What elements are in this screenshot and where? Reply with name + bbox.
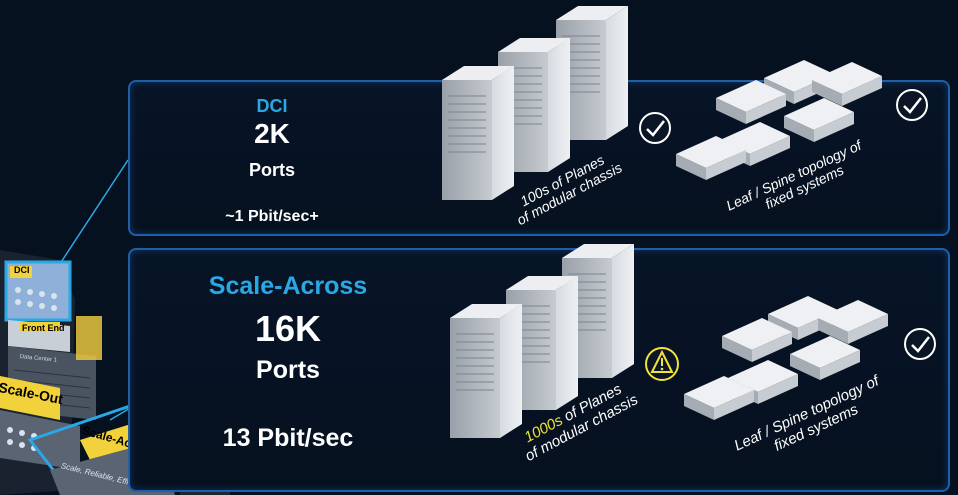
scale-across-unit: Ports xyxy=(256,356,320,384)
scale-out-block xyxy=(0,410,80,470)
scale-across-title: Scale-Across xyxy=(208,272,368,300)
dci-unit: Ports xyxy=(248,160,295,180)
scale-across-count: 16K xyxy=(254,308,322,349)
dci-title: DCI xyxy=(256,96,288,116)
dci-server-dots xyxy=(15,287,57,311)
scale-out-tag xyxy=(0,376,60,420)
check-icon xyxy=(904,328,936,360)
side-tower xyxy=(76,316,102,360)
dci-bandwidth: ~1 Pbit/sec+ xyxy=(225,208,319,225)
dci-tag xyxy=(10,266,32,278)
front-end-tag xyxy=(20,322,60,332)
connector-line-scale-across xyxy=(109,407,131,421)
diagram-dci-label: DCI xyxy=(14,265,30,275)
check-icon xyxy=(639,112,671,144)
connector-line-dci xyxy=(51,159,129,277)
scale-across-bandwidth: 13 Pbit/sec xyxy=(222,424,354,452)
check-icon xyxy=(896,89,928,121)
dci-count: 2K xyxy=(254,118,290,149)
warning-icon xyxy=(645,347,679,381)
diagram-front-end-label: Front End xyxy=(22,323,65,333)
